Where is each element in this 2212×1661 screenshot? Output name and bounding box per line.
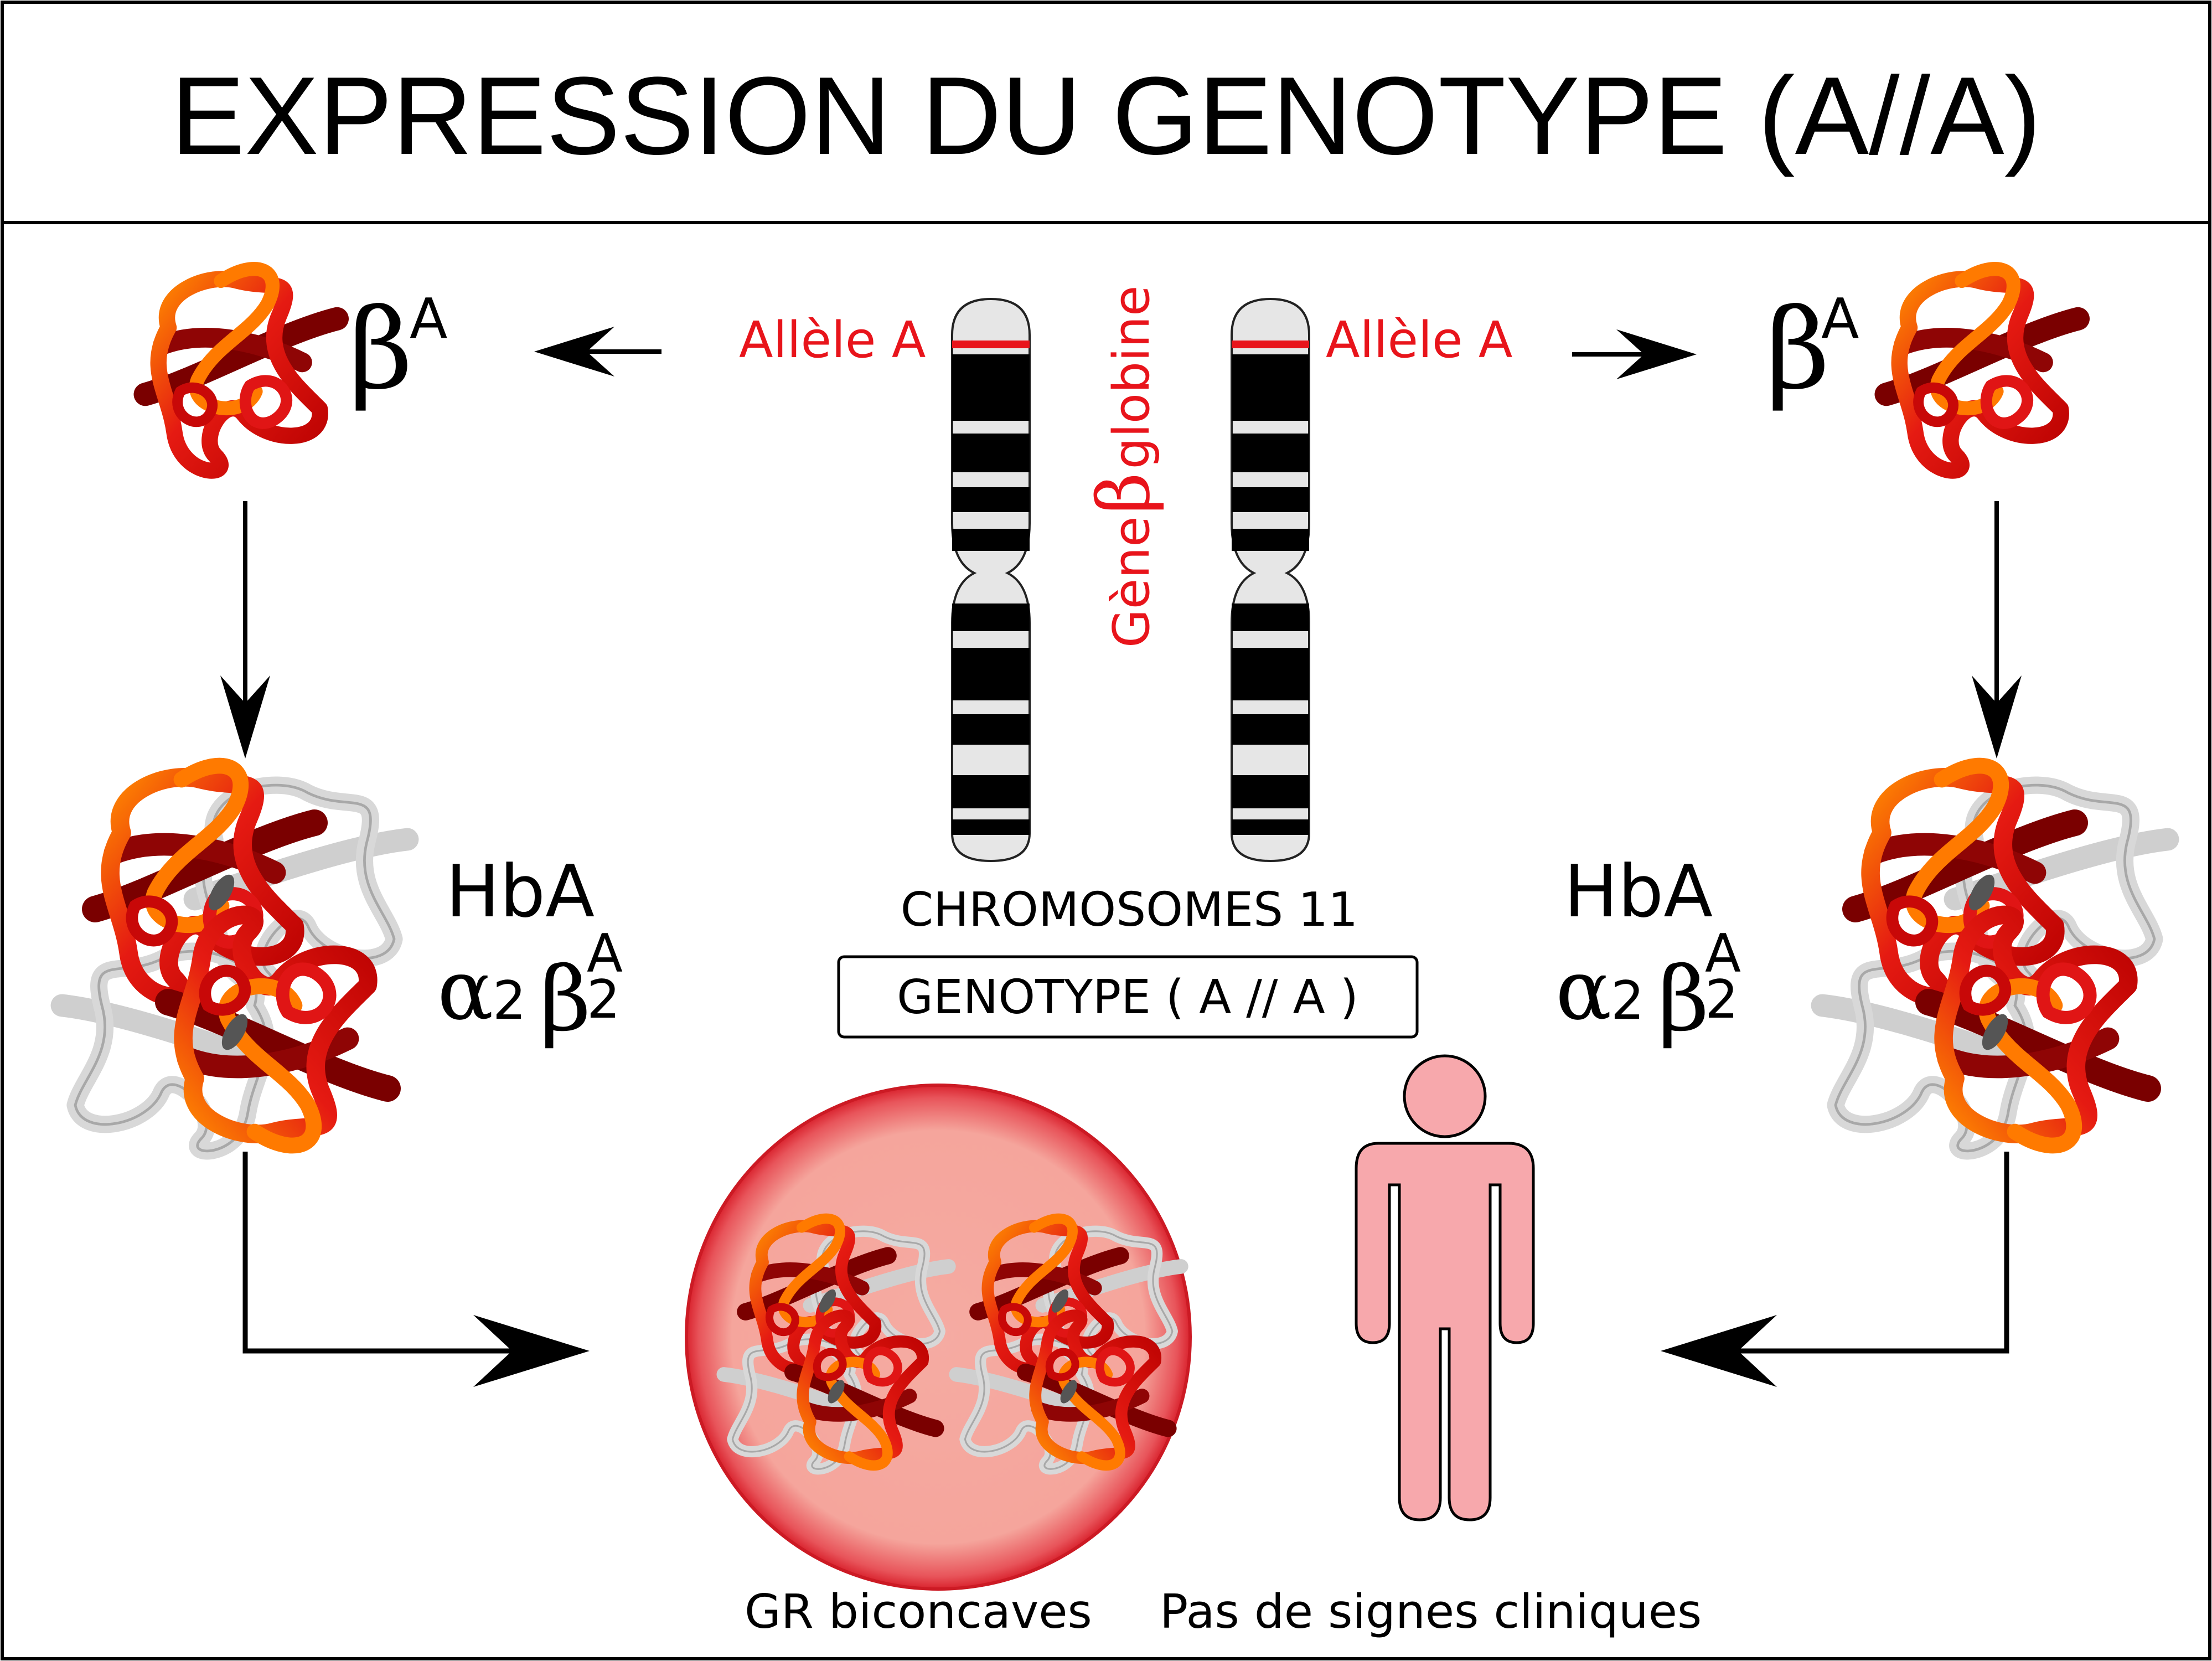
arrow-down-right [1972,501,2022,759]
chromosomes-label: CHROMOSOMES 11 [901,883,1358,937]
hba-left-name: HbA [446,849,595,933]
arrow-to-beta-right [1572,329,1697,379]
hba-right-name: HbA [1564,849,1713,933]
beta-right-sup: A [1821,286,1859,351]
person-icon [1355,1054,1535,1521]
hba-right-beta-sup: A [1705,924,1741,984]
arrow-to-red-blood-cell [242,1152,590,1387]
beta-right-symbol: β [1766,285,1830,414]
allele-right-label: Allèle A [1326,311,1513,369]
hba-left-alpha: α [437,942,493,1039]
rbc-label: GR biconcaves [745,1585,1092,1639]
protein-beta-icon [1887,269,2079,471]
page-title: EXPRESSION DU GENOTYPE (A//A) [171,54,2041,178]
hemoglobin-icon [1822,766,2168,1151]
clinical-label: Pas de signes cliniques [1160,1585,1702,1639]
protein-beta-icon [146,269,338,471]
gene-label-part2: globine [1103,286,1161,470]
hba-left-alpha-sub: 2 [493,971,526,1031]
arrow-to-person [1661,1152,2009,1387]
beta-left-symbol: β [349,285,413,414]
chromosome-icon [951,298,1031,862]
hba-right-alpha: α [1555,942,1611,1039]
hba-right-alpha-sub: 2 [1611,971,1644,1031]
hba-left-beta-sup: A [587,924,623,984]
hba-right-beta-sub: 2 [1705,969,1738,1030]
allele-left-label: Allèle A [739,311,926,369]
arrow-to-beta-left [534,327,661,376]
svg-text:Gèneβglobine: Gèneβglobine [1082,286,1166,648]
genotype-label: GENOTYPE ( A // A ) [897,970,1358,1025]
genotype-box [837,955,1419,1039]
hba-right-beta: β [1658,947,1709,1051]
gene-label: Gèneβglobine [1082,286,1166,648]
beta-left-sup: A [410,286,447,351]
hba-left-beta: β [540,947,591,1051]
hemoglobin-icon [62,766,407,1151]
arrow-down-left [220,501,270,759]
gene-label-part1: Gène [1103,516,1161,648]
hba-left-beta-sub: 2 [587,969,620,1030]
red-blood-cell-icon [685,1084,1192,1591]
chromosome-icon [1231,298,1310,862]
gene-label-beta: β [1082,472,1166,514]
